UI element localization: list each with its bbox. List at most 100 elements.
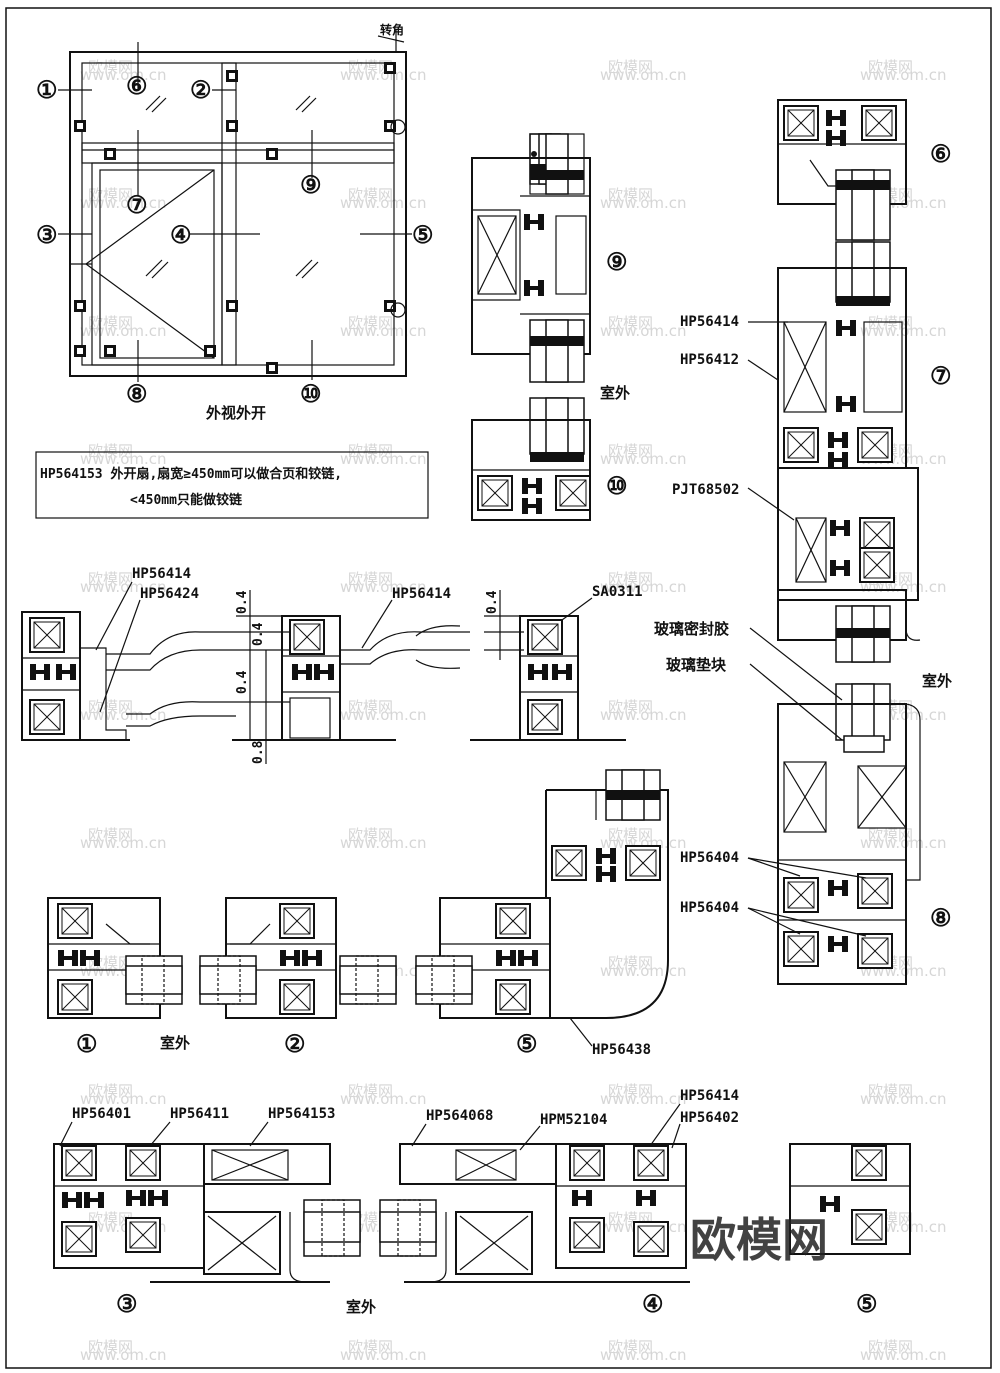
section-2: ② [199, 897, 397, 1058]
watermark-text: 欧模网 [348, 1082, 393, 1100]
watermark-url: www.om.cn [340, 834, 427, 852]
section-number-7: ⑦ [930, 362, 952, 390]
section-number-b1: ① [76, 1030, 98, 1058]
code-hp56438: HP56438 [592, 1042, 651, 1058]
section-9: ⑨ 室外 [471, 133, 630, 402]
watermark-url: www.om.cn [600, 450, 687, 468]
watermark-url: www.om.cn [600, 194, 687, 212]
code-hp564068: HP564068 [426, 1108, 493, 1124]
watermark-url: www.om.cn [860, 66, 947, 84]
code-hp56414-strip: HP56414 [132, 566, 191, 582]
watermark-url: www.om.cn [340, 706, 427, 724]
watermark-logo: 欧模网 [690, 1213, 828, 1267]
watermark-text: 欧模网 [608, 58, 653, 76]
pane-number-9: ⑨ [300, 171, 322, 199]
watermark-url: www.om.cn [600, 1346, 687, 1364]
pane-number-2: ② [190, 76, 212, 104]
sheet-border [5, 7, 992, 1369]
watermark-url: www.om.cn [80, 66, 167, 84]
watermark-url: www.om.cn [80, 1090, 167, 1108]
section-8: ⑧ [777, 683, 952, 985]
watermark-text: 欧模网 [608, 1338, 653, 1356]
watermark-url: www.om.cn [600, 834, 687, 852]
watermark-text: 欧模网 [868, 58, 913, 76]
section-number-c5: ⑤ [856, 1290, 878, 1318]
watermark-text: 欧模网 [348, 314, 393, 332]
section-number-8: ⑧ [930, 904, 952, 932]
watermark-url: www.om.cn [600, 66, 687, 84]
pane-number-4: ④ [170, 221, 192, 249]
watermark-url: www.om.cn [600, 706, 687, 724]
watermark-url: www.om.cn [340, 322, 427, 340]
watermark-url: www.om.cn [860, 322, 947, 340]
watermark-url: www.om.cn [600, 1090, 687, 1108]
watermark-url: www.om.cn [80, 194, 167, 212]
code-hp56404-a: HP56404 [680, 850, 739, 866]
watermark-url: www.om.cn [600, 578, 687, 596]
code-hp56414-right: HP56414 [680, 314, 739, 330]
section-number-c4: ④ [642, 1290, 664, 1318]
section-7: ⑦ [777, 241, 952, 663]
dim-04-a: 0.4 [235, 590, 250, 614]
watermark-text: 欧模网 [608, 442, 653, 460]
note-box: HP564153 外开扇,扇宽≥450mm可以做合页和铰链, <450mm只能做… [35, 451, 429, 519]
section-number-9: ⑨ [606, 248, 628, 276]
code-hp56414-strip-center: HP56414 [392, 586, 451, 602]
pane-number-3: ③ [36, 221, 58, 249]
watermark-text: 欧模网 [88, 442, 133, 460]
pane-number-1: ① [36, 76, 58, 104]
dim-04-b: 0.4 [251, 622, 266, 646]
pane-number-7: ⑦ [126, 191, 148, 219]
watermark-text: 欧模网 [88, 698, 133, 716]
watermark-text: 欧模网 [348, 442, 393, 460]
watermark-text: 欧模网 [88, 1082, 133, 1100]
watermark-text: 欧模网 [868, 1338, 913, 1356]
watermark-url: www.om.cn [340, 194, 427, 212]
watermark-text: 欧模网 [348, 1338, 393, 1356]
elevation-title: 外视外开 [205, 404, 266, 422]
code-hp56414-bottom: HP56414 [680, 1088, 739, 1104]
watermark-text: 欧模网 [868, 1082, 913, 1100]
section-number-6: ⑥ [930, 140, 952, 168]
dim-04-c: 0.4 [235, 670, 250, 694]
section-10: ⑩ [471, 397, 628, 521]
pane-number-10: ⑩ [300, 380, 322, 408]
watermark-text: 欧模网 [608, 570, 653, 588]
section-c5: ⑤ [789, 1143, 911, 1318]
code-hp56404-b: HP56404 [680, 900, 739, 916]
watermark-text: 欧模网 [88, 570, 133, 588]
watermark-text: 欧模网 [88, 314, 133, 332]
right-column-labels: HP56414 HP56412 PJT68502 玻璃密封胶 玻璃垫块 室外 H… [654, 314, 952, 937]
code-hp56424: HP56424 [140, 586, 199, 602]
section-number-10: ⑩ [606, 472, 628, 500]
watermark-text: 欧模网 [608, 954, 653, 972]
note-line-2: <450mm只能做铰链 [130, 492, 243, 508]
watermark-text: 欧模网 [348, 186, 393, 204]
watermark-text: 欧模网 [348, 826, 393, 844]
pane-number-5: ⑤ [412, 221, 434, 249]
outdoor-label-a: 室外 [600, 384, 630, 402]
watermark-url: www.om.cn [860, 834, 947, 852]
watermark-text: 欧模网 [608, 1082, 653, 1100]
mullion-section-strip: 0.4 0.4 0.4 0.4 0.8 HP56414 HP56424 HP56… [21, 566, 643, 764]
watermark-url: www.om.cn [340, 450, 427, 468]
section-6: ⑥ [777, 99, 952, 241]
pane-number-8: ⑧ [126, 380, 148, 408]
section-5-corner: ⑤ HP56438 [415, 769, 669, 1058]
watermark-text: 欧模网 [88, 186, 133, 204]
watermark-url: www.om.cn [80, 450, 167, 468]
watermark-text: 欧模网 [608, 826, 653, 844]
watermark-url: www.om.cn [340, 1090, 427, 1108]
pane-number-6: ⑥ [126, 72, 148, 100]
label-glass-seal: 玻璃密封胶 [654, 620, 729, 638]
watermark-text: 欧模网 [608, 314, 653, 332]
code-sa0311: SA0311 [592, 584, 643, 600]
code-hp56411: HP56411 [170, 1106, 229, 1122]
dim-04-d: 0.4 [485, 590, 500, 614]
watermark-url: www.om.cn [80, 834, 167, 852]
section-c3: ③ 室外 HP56401 HP56411 HP564153 [53, 1106, 376, 1318]
watermark-url: www.om.cn [80, 1346, 167, 1364]
dim-08: 0.8 [251, 740, 266, 764]
